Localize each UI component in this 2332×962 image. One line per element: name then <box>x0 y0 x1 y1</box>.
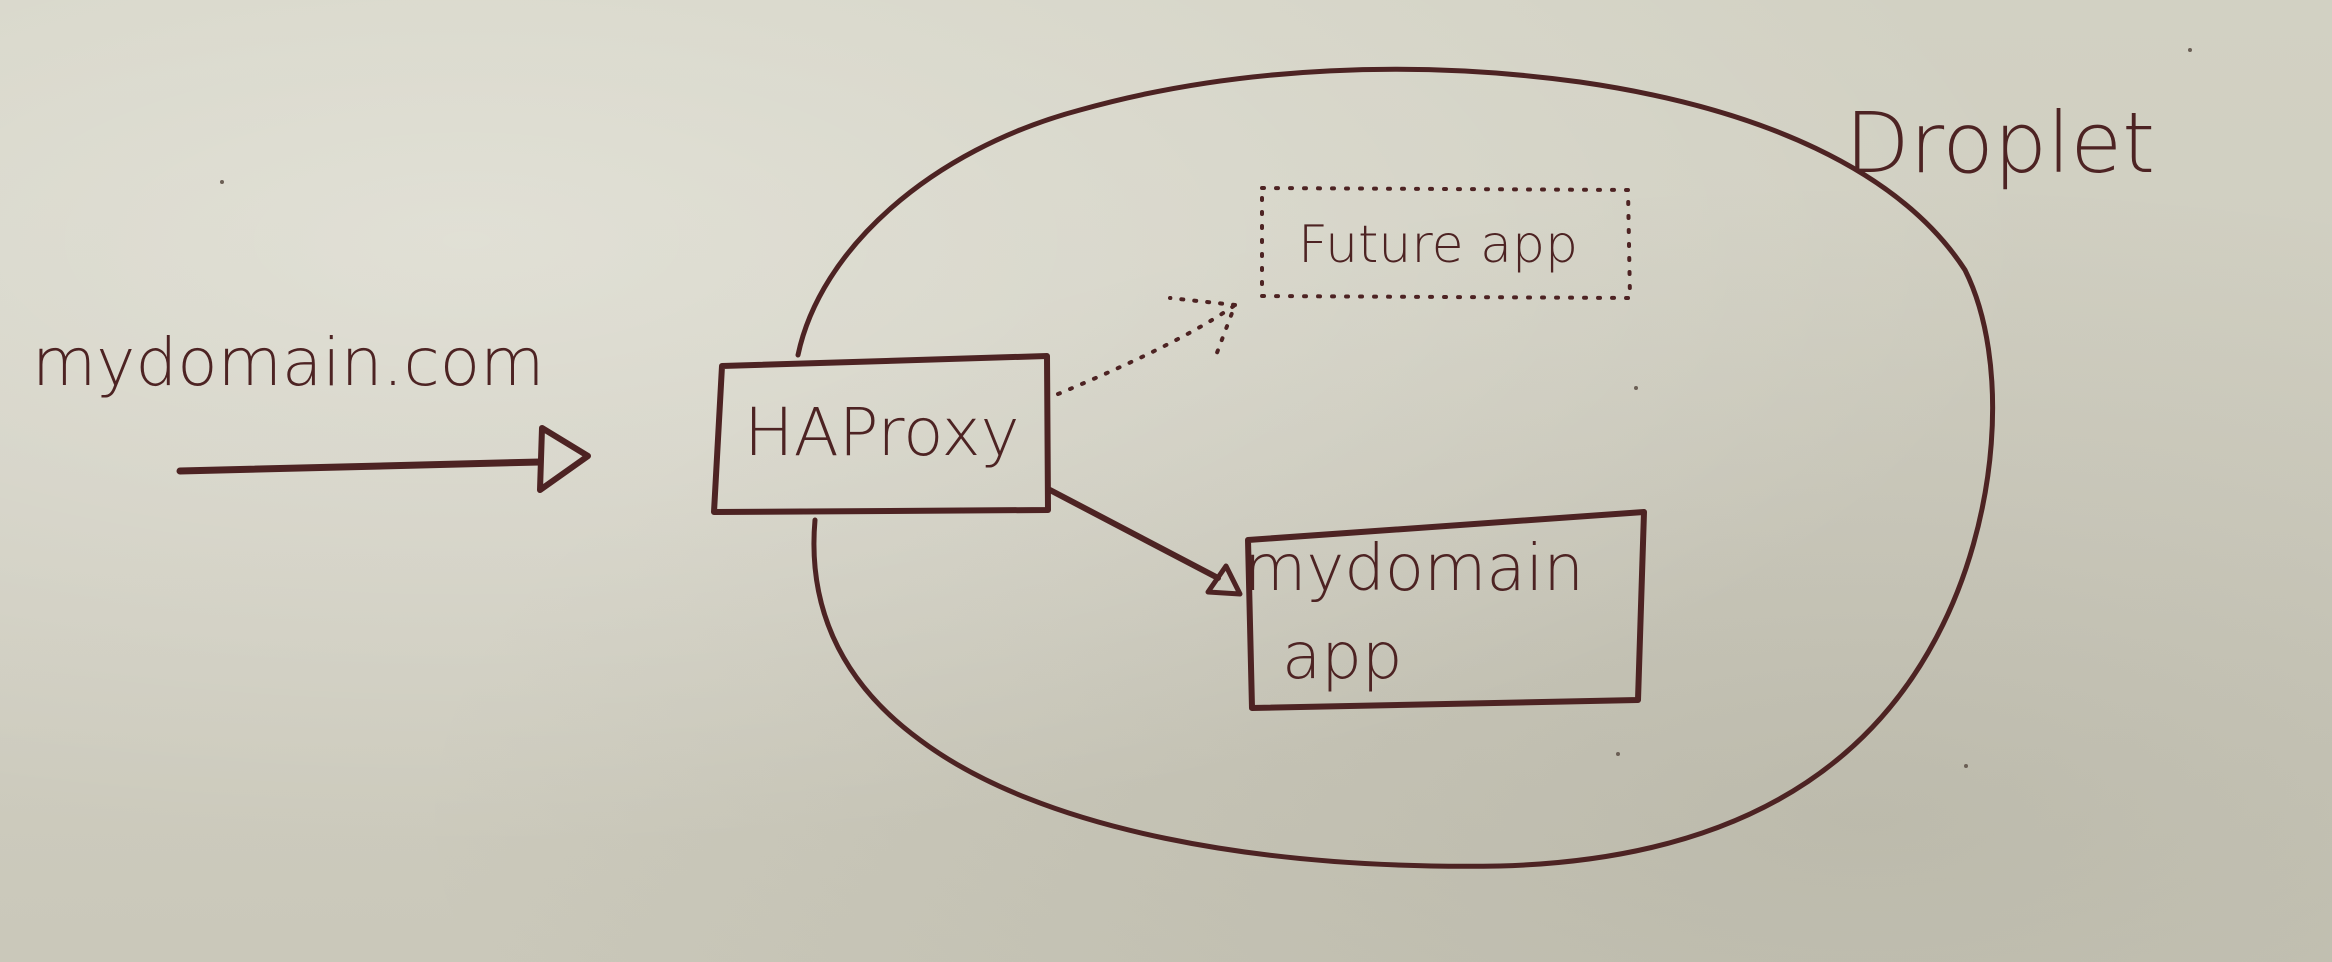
droplet-label: Droplet <box>1845 94 2155 192</box>
haproxy-box <box>711 353 1051 515</box>
app-connector <box>1047 487 1221 581</box>
future-connector <box>1056 296 1237 396</box>
app-label-line1: mydomain <box>1244 532 1584 606</box>
haproxy-label: HAProxy <box>744 394 1020 471</box>
paper-speck <box>220 180 224 184</box>
app-connector-arrowhead <box>1205 563 1243 597</box>
incoming-arrow <box>176 458 544 475</box>
mydomain-app-box <box>1245 509 1647 711</box>
future-app-label: Future app <box>1298 215 1578 275</box>
paper-speck <box>1964 764 1968 768</box>
incoming-arrowhead <box>537 425 591 493</box>
paper-speck <box>1634 386 1638 390</box>
paper-speck <box>1616 752 1620 756</box>
domain-label: mydomain.com <box>32 324 544 401</box>
droplet-boundary <box>795 66 1996 869</box>
future-app-box <box>1260 186 1632 300</box>
app-label-line2: app <box>1282 620 1402 694</box>
paper-speck <box>2188 48 2192 52</box>
